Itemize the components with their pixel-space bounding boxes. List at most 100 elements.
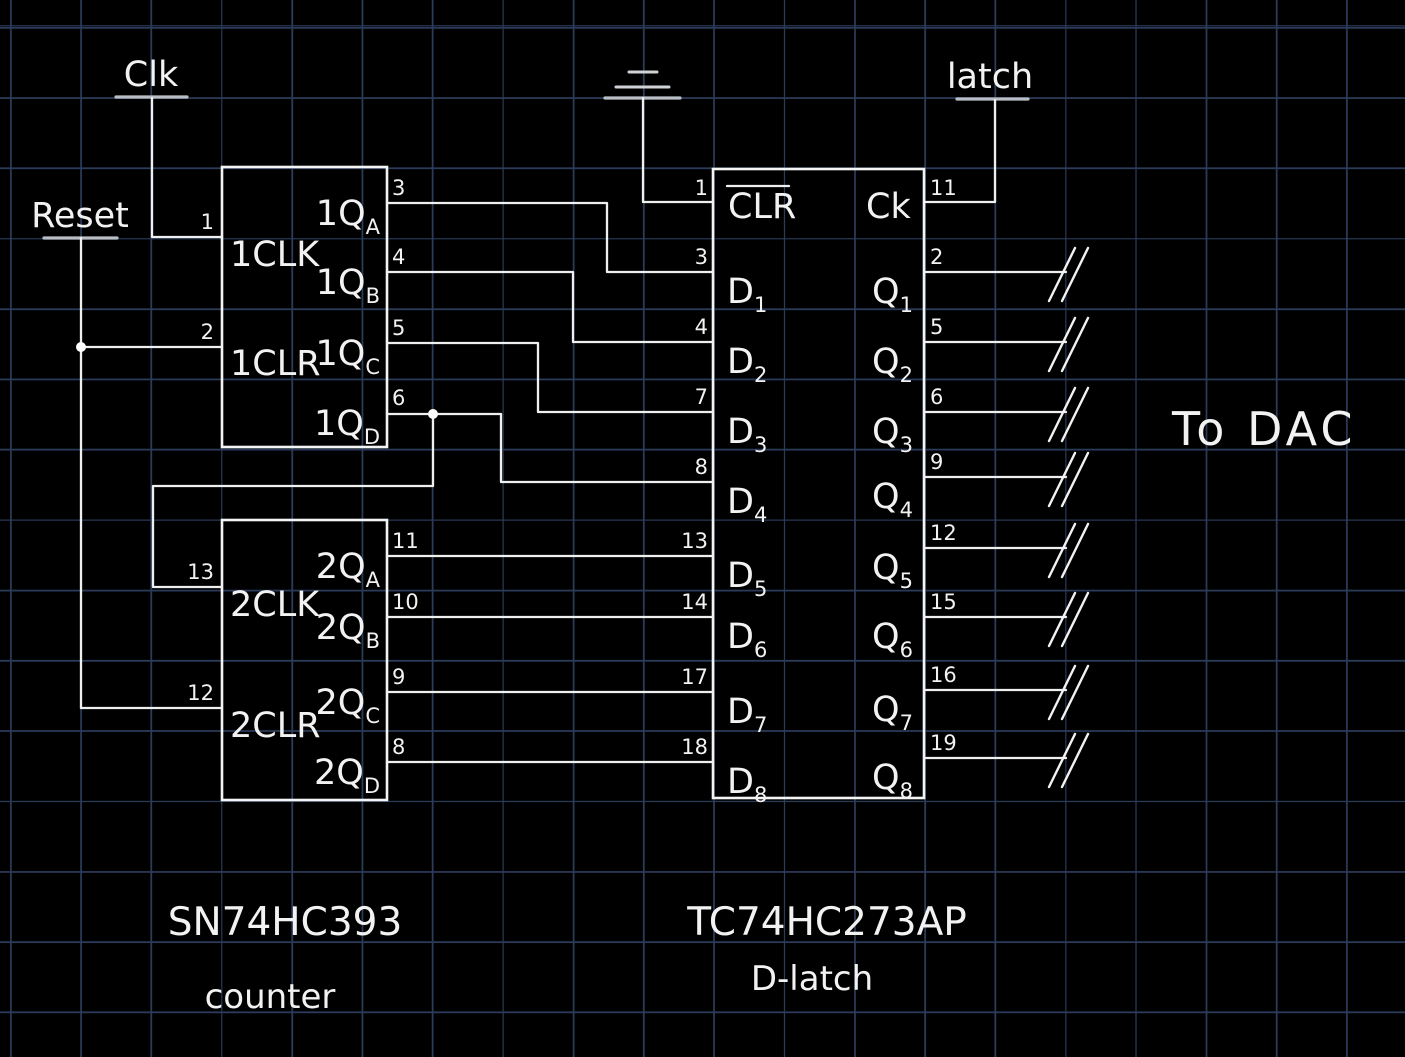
part-captions: SN74HC393 counter TC74HC273AP D-latch — [168, 900, 967, 1017]
dlatch-q5-label: Q5 — [872, 548, 913, 593]
pin-number: 17 — [681, 665, 708, 689]
dlatch-d2-label: D2 — [727, 342, 767, 387]
pin-number: 1 — [201, 210, 214, 234]
dlatch-q6-label: Q6 — [872, 617, 913, 662]
pin-number: 9 — [392, 665, 405, 689]
latch-output-wires — [922, 246, 1090, 789]
pin-number: 2 — [201, 320, 214, 344]
output-q4 — [922, 451, 1090, 508]
counter2-output-label-qb: 2QB — [316, 608, 380, 653]
pin-number: 4 — [695, 315, 708, 339]
reset-junction-dot — [76, 342, 86, 352]
output-q8 — [922, 732, 1090, 789]
pin-number: 5 — [930, 315, 943, 339]
pin-number: 8 — [392, 735, 405, 759]
counter-unit2-texts: 13 2CLK 12 2CLR 11 2QA 10 2QB 9 2QC 8 2Q… — [187, 529, 418, 798]
1qd-junction-dot — [428, 409, 438, 419]
dlatch-q7-label: Q7 — [872, 690, 913, 735]
dlatch-d1-label: D1 — [727, 272, 767, 317]
counter2-to-latch-wires — [385, 554, 715, 764]
pin-number: 11 — [392, 529, 419, 553]
dlatch-q3-label: Q3 — [872, 412, 913, 457]
pin-number: 4 — [392, 245, 405, 269]
wire-break-icon — [1047, 591, 1090, 648]
wire-break-icon — [1047, 664, 1090, 721]
pin-number: 3 — [392, 176, 405, 200]
wire-1qa-to-d1 — [385, 201, 715, 274]
dlatch-texts: 1 CLR 11 Ck 3 D1 2 Q1 4 D2 5 Q2 7 D3 6 Q… — [681, 176, 956, 807]
output-q1 — [922, 246, 1090, 303]
output-q3 — [922, 386, 1090, 443]
counter1-clr-label: 1CLR — [230, 344, 321, 384]
dlatch-d5-label: D5 — [727, 556, 767, 601]
counter-unit1-body — [220, 165, 389, 449]
pin-number: 6 — [392, 386, 405, 410]
output-q2 — [922, 316, 1090, 373]
counter1-output-label-qc: 1QC — [316, 334, 381, 379]
output-q7 — [922, 664, 1090, 721]
pin-number: 6 — [930, 385, 943, 409]
output-q6 — [922, 591, 1090, 648]
clk-wire — [150, 96, 224, 239]
counter1-to-latch-wires — [151, 201, 715, 589]
wire-break-icon — [1047, 451, 1090, 508]
counter-unit1-texts: 1 1CLK 2 1CLR 3 1QA 4 1QB 5 1QC 6 1QD — [201, 176, 406, 449]
dlatch-clr-label: CLR — [728, 187, 796, 227]
wire-1qd-to-2clk — [151, 412, 435, 589]
dlatch-d4-label: D4 — [727, 482, 767, 527]
pin-number: 13 — [681, 529, 708, 553]
pin-number: 10 — [392, 590, 419, 614]
counter2-output-label-qa: 2QA — [316, 547, 381, 592]
ground-icon — [603, 70, 715, 204]
wire-1qc-to-d3 — [385, 341, 715, 414]
pin-number: 12 — [187, 681, 214, 705]
dlatch-q8-label: Q8 — [872, 758, 913, 803]
wire-break-icon — [1047, 246, 1090, 303]
pin-number: 18 — [681, 735, 708, 759]
latch-signal: latch — [922, 57, 1033, 204]
pin-number: 15 — [930, 590, 957, 614]
dlatch-d6-label: D6 — [727, 617, 767, 662]
latch-wire-to-ck — [922, 98, 997, 204]
pin-number: 12 — [930, 521, 957, 545]
pin-number: 19 — [930, 731, 957, 755]
counter1-output-label-qb: 1QB — [316, 263, 380, 308]
counter-unit2-body — [220, 518, 389, 802]
dlatch-d7-label: D7 — [727, 692, 767, 737]
wire-break-icon — [1047, 732, 1090, 789]
dlatch-caption: D-latch — [751, 959, 873, 999]
pin-number: 5 — [392, 316, 405, 340]
pin-number: 2 — [930, 245, 943, 269]
counter-part-number: SN74HC393 — [168, 900, 403, 945]
output-q5 — [922, 522, 1090, 579]
pin-number: 16 — [930, 663, 957, 687]
dlatch-q1-label: Q1 — [872, 272, 913, 317]
counter1-clk-label: 1CLK — [230, 235, 320, 275]
dlatch-q4-label: Q4 — [872, 477, 913, 522]
pin-number: 7 — [695, 385, 708, 409]
wire-break-icon — [1047, 386, 1090, 443]
to-dac-label: To DAC — [1171, 402, 1356, 456]
latch-enable-label: latch — [947, 57, 1033, 97]
pin-number: 1 — [695, 176, 708, 200]
wire-break-icon — [1047, 522, 1090, 579]
wire-1qb-to-d2 — [385, 270, 715, 344]
ground-wire-to-clr — [641, 96, 715, 204]
wire-break-icon — [1047, 316, 1090, 373]
dlatch-part-number: TC74HC273AP — [686, 900, 967, 945]
wire-1qd-to-d4 — [499, 412, 715, 484]
reset-signal: Reset — [31, 196, 224, 710]
clk-label: Clk — [124, 55, 179, 95]
reset-label: Reset — [31, 196, 129, 236]
dlatch-d8-label: D8 — [727, 762, 767, 807]
pin-number: 11 — [930, 176, 957, 200]
dlatch-q2-label: Q2 — [872, 342, 913, 387]
counter2-output-label-qc: 2QC — [316, 683, 381, 728]
counter1-output-label-qd: 1QD — [314, 404, 380, 449]
pin-number: 9 — [930, 450, 943, 474]
dlatch-d3-label: D3 — [727, 412, 767, 457]
pin-number: 3 — [695, 245, 708, 269]
dlatch-ck-label: Ck — [866, 187, 911, 227]
